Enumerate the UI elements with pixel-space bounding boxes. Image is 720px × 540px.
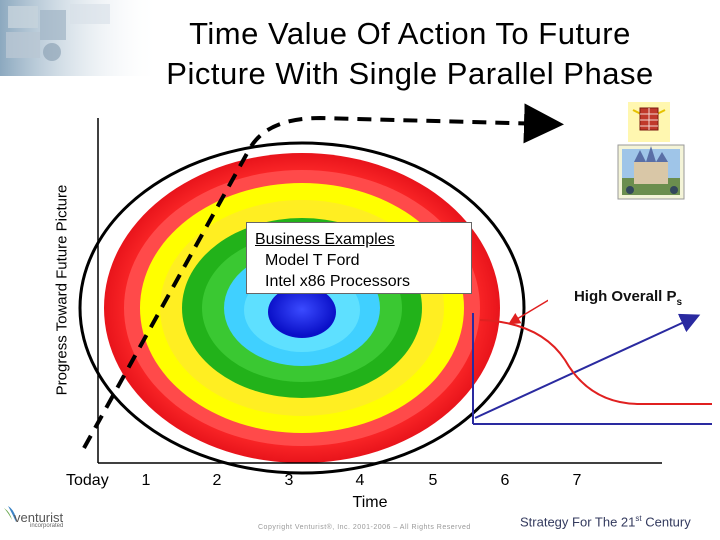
dashed-progress-path — [82, 103, 564, 449]
example-item: Model T Ford — [265, 252, 360, 269]
tagline-superscript: st — [635, 514, 642, 523]
y-axis-label: Progress Toward Future Picture — [53, 184, 71, 396]
tagline-suffix: Century — [641, 514, 691, 530]
x-axis-start-label: Today — [66, 472, 109, 489]
core-blue — [268, 286, 336, 338]
example-item: Intel x86 Processors — [265, 273, 410, 290]
x-tick-label: 6 — [500, 472, 510, 489]
outer-ellipse-outline — [78, 141, 526, 475]
x-tick-label: 2 — [212, 472, 222, 489]
navy-rising-line — [474, 313, 701, 419]
venturist-logo-mark — [4, 506, 16, 522]
callout-text: High Overall P — [573, 288, 677, 305]
high-overall-ps-callout: High Overall Ps — [548, 284, 708, 310]
x-tick-label: 7 — [572, 472, 582, 489]
x-tick-label: 4 — [355, 472, 365, 489]
copyright-notice: Copyright Venturist®, Inc. 2001-2006 – A… — [258, 524, 471, 531]
footer-tagline: Strategy For The 21st Century — [520, 514, 691, 529]
business-examples-box: Business Examples Model T Ford Intel x86… — [246, 222, 472, 294]
callout-subscript: s — [676, 297, 683, 308]
x-tick-label: 1 — [141, 472, 151, 489]
header-photo-collage — [0, 0, 160, 76]
target-rings — [78, 141, 526, 475]
x-tick-label: 3 — [284, 472, 294, 489]
x-axis-label: Time — [352, 494, 388, 511]
parallel-phase-panel — [472, 291, 712, 425]
castle-picture-icon — [617, 144, 685, 200]
x-tick-label: 5 — [428, 472, 438, 489]
red-declining-curve — [479, 319, 712, 405]
venturist-logo-text: venturist — [14, 510, 64, 525]
lighthouse-icon — [628, 102, 670, 142]
page-title: Time Value Of Action To Future Picture W… — [166, 16, 654, 91]
examples-header: Business Examples — [255, 231, 395, 248]
tagline-prefix: Strategy For The 21 — [520, 514, 636, 530]
venturist-logo-subtext: incorporated — [30, 523, 64, 529]
